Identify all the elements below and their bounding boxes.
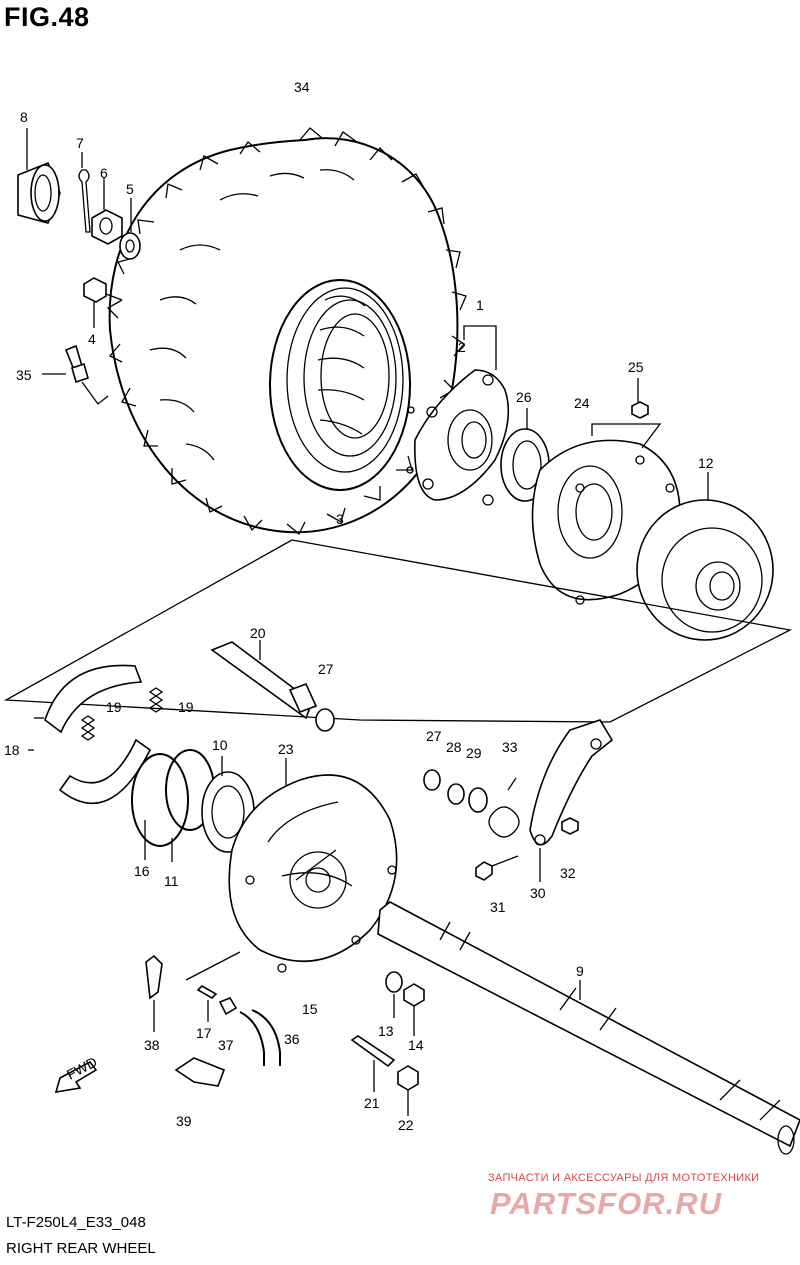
cotter-pin-icon — [78, 152, 91, 233]
clip-icon — [218, 997, 238, 1016]
callout-9: 9 — [576, 963, 584, 979]
brake-panel-icon — [228, 758, 398, 973]
callout-33: 33 — [502, 739, 518, 755]
callout-21: 21 — [364, 1095, 380, 1111]
callout-8: 8 — [20, 109, 28, 125]
o-ring-icon — [423, 769, 441, 791]
callout-labels: 34 8 7 6 5 4 35 1 2 3 26 24 25 12 20 27 … — [4, 79, 714, 1133]
bolt-icon — [403, 983, 425, 1036]
stud-bolt-icon — [350, 1035, 396, 1092]
return-spring-icon — [488, 777, 520, 838]
callout-16: 16 — [134, 863, 150, 879]
washer-icon — [385, 971, 403, 1018]
callout-5: 5 — [126, 181, 134, 197]
wheel-hub-icon — [406, 325, 510, 506]
callout-27-lower: 27 — [426, 728, 442, 744]
bolt-icon — [475, 855, 519, 881]
callout-31: 31 — [490, 899, 506, 915]
brake-shoe-icon — [28, 664, 164, 805]
callout-1: 1 — [476, 297, 484, 313]
callout-35: 35 — [16, 367, 32, 383]
callout-19-left: 19 — [106, 699, 122, 715]
o-ring-icon — [315, 708, 335, 732]
callout-15: 15 — [302, 1001, 318, 1017]
nut-icon — [397, 1065, 419, 1116]
rear-axle-icon — [377, 901, 800, 1155]
callout-38: 38 — [144, 1037, 160, 1053]
callout-37: 37 — [218, 1037, 234, 1053]
callout-6: 6 — [100, 165, 108, 181]
callout-11: 11 — [164, 873, 179, 889]
callout-2: 2 — [458, 339, 466, 355]
figure-title: FIG.48 — [4, 2, 90, 32]
callout-10: 10 — [212, 737, 228, 753]
washer-icon — [447, 783, 465, 805]
watermark-logo: PARTSFOR.RU — [490, 1186, 723, 1221]
fwd-arrow-icon: FWD — [54, 1054, 100, 1093]
castle-nut-icon — [91, 178, 123, 245]
washer-icon — [119, 198, 141, 260]
circlip-icon — [131, 753, 189, 860]
callout-39: 39 — [176, 1113, 192, 1129]
bracket-icon — [174, 1057, 226, 1087]
callout-4: 4 — [88, 331, 96, 347]
bolt-icon — [631, 378, 649, 419]
callout-29: 29 — [466, 745, 482, 761]
callout-12: 12 — [698, 455, 714, 471]
brake-arm-icon — [529, 719, 614, 882]
assembly-outline — [3, 539, 793, 723]
callout-24: 24 — [574, 395, 590, 411]
hub-cap-icon — [17, 128, 61, 224]
callout-23: 23 — [278, 741, 294, 757]
leader-lines — [185, 951, 241, 981]
seal-icon — [468, 787, 488, 813]
callout-27-upper: 27 — [318, 661, 334, 677]
callout-30: 30 — [530, 885, 546, 901]
watermark-tagline: ЗАПЧАСТИ И АКСЕССУАРЫ ДЛЯ МОТОТЕХНИКИ — [488, 1172, 760, 1184]
nut-icon — [561, 817, 579, 835]
callout-7: 7 — [76, 135, 84, 151]
brake-cam-icon — [210, 640, 318, 720]
pin-icon — [196, 985, 218, 1022]
hose-icon — [239, 1009, 281, 1066]
callout-14: 14 — [408, 1037, 424, 1053]
callout-36: 36 — [284, 1031, 300, 1047]
model-code: LT-F250L4_E33_048 — [6, 1214, 146, 1231]
callout-13: 13 — [378, 1023, 394, 1039]
callout-20: 20 — [250, 625, 266, 641]
tire-valve-icon — [42, 344, 109, 405]
callout-34: 34 — [294, 79, 310, 95]
atv-tire-icon — [106, 127, 467, 536]
callout-28: 28 — [446, 739, 462, 755]
callout-26: 26 — [516, 389, 532, 405]
wheel-nut-icon — [83, 277, 123, 328]
figure-caption: RIGHT REAR WHEEL — [6, 1240, 156, 1257]
hose-clamp-icon — [145, 954, 163, 1032]
callout-22: 22 — [398, 1117, 414, 1133]
callout-18: 18 — [4, 742, 20, 758]
drum-cover-icon — [636, 472, 774, 641]
callout-17: 17 — [196, 1025, 212, 1041]
callout-19-right: 19 — [178, 699, 194, 715]
callout-25: 25 — [628, 359, 644, 375]
callout-32: 32 — [560, 865, 576, 881]
callout-3: 3 — [336, 511, 344, 527]
